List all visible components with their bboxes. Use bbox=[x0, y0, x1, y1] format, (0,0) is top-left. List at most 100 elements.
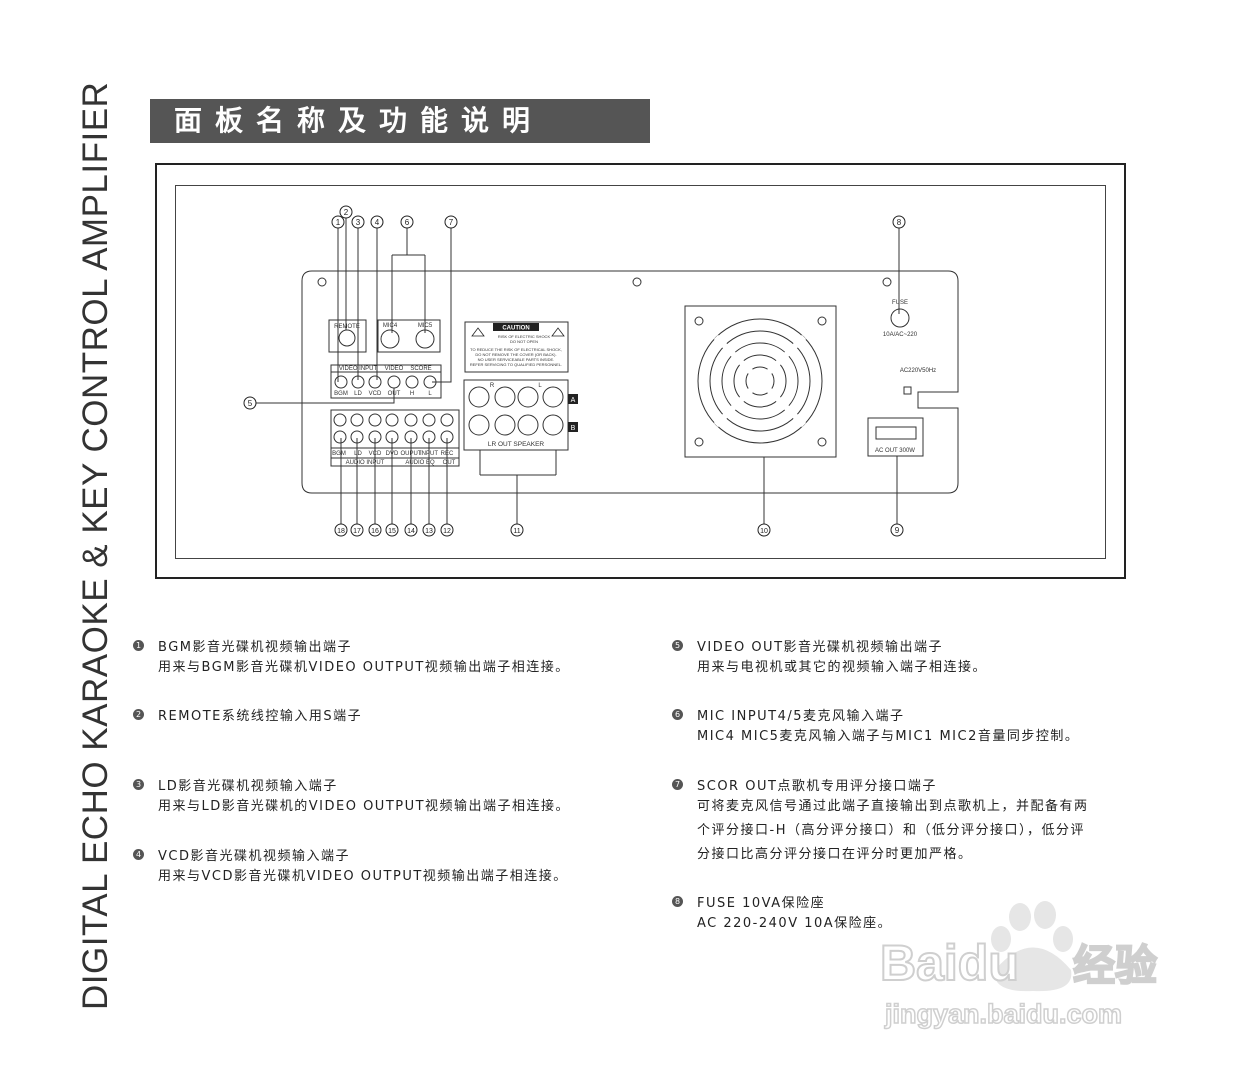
screw-top-left bbox=[317, 277, 327, 287]
fan-screw-br bbox=[817, 437, 827, 447]
baidu-jingyan-watermark: Baidu 经验 jingyan.baidu.com bbox=[879, 901, 1158, 1030]
desc-item-1: 1 BGM影音光碟机视频输出端子用来与BGM影音光碟机VIDEO OUTPUT视频… bbox=[133, 634, 570, 680]
diagram-frame-outer bbox=[155, 163, 1126, 579]
callout-circle-5 bbox=[243, 396, 257, 410]
callout-circle-4 bbox=[370, 215, 384, 229]
watermark-brand-cn: 经验 bbox=[1073, 941, 1157, 990]
label-fuse-rating: 10A/AC~220 bbox=[883, 332, 918, 338]
callout-number-11: 11 bbox=[513, 528, 520, 535]
desc-line: 可将麦克风信号通过此端子直接输出到点歌机上，并配备有两 bbox=[697, 799, 1089, 814]
label-input: INPUT bbox=[420, 451, 438, 457]
desc-number-badge: 1 bbox=[133, 639, 144, 651]
speaker-r-pos bbox=[468, 386, 490, 408]
speaker-b-2 bbox=[494, 414, 516, 436]
label-ac-in: AC220V50Hz bbox=[900, 368, 936, 374]
callout-number-1: 1 bbox=[336, 218, 341, 227]
callout-number-17: 17 bbox=[353, 528, 361, 535]
desc-line: 分接口比高分评分接口在评分时更加严格。 bbox=[697, 847, 973, 862]
desc-number-badge: 7 bbox=[672, 778, 683, 790]
label-dvd: DVD bbox=[386, 451, 399, 457]
callout-circle-16 bbox=[368, 523, 382, 537]
screw-top-mid bbox=[632, 277, 642, 287]
label-ld2: LD bbox=[354, 451, 362, 457]
speaker-r-neg bbox=[494, 386, 516, 408]
label-l-mark: L bbox=[538, 383, 542, 389]
label-l: L bbox=[428, 391, 432, 397]
desc-number-badge: 6 bbox=[672, 708, 683, 720]
callout-circle-10 bbox=[757, 523, 771, 537]
remote-port bbox=[338, 329, 356, 347]
label-vcd2: VCD bbox=[369, 451, 382, 457]
desc-line: 用来与BGM影音光碟机VIDEO OUTPUT视频输出端子相连接。 bbox=[158, 660, 570, 675]
mark-b-box bbox=[568, 422, 578, 432]
video-out-jack bbox=[387, 375, 401, 389]
callout-circle-11 bbox=[510, 523, 524, 537]
callout-circle-13 bbox=[422, 523, 436, 537]
callout-number-5: 5 bbox=[248, 399, 253, 408]
callout-number-10: 10 bbox=[760, 528, 768, 535]
desc-line: 用来与VCD影音光碟机VIDEO OUTPUT视频输出端子相连接。 bbox=[158, 869, 568, 884]
callout-number-16: 16 bbox=[371, 528, 379, 535]
mark-a-box bbox=[568, 394, 578, 404]
label-bgm2: BGM bbox=[332, 451, 346, 457]
desc-line: AC 220-240V 10A保险座。 bbox=[697, 916, 893, 931]
watermark-url: jingyan.baidu.com bbox=[884, 999, 1122, 1029]
label-caution-l2: DO NOT REMOVE THE COVER (OR BACK). bbox=[475, 352, 556, 357]
caution-label-box bbox=[464, 321, 569, 373]
label-caution: CAUTION bbox=[502, 326, 529, 332]
callout-leader-line bbox=[256, 388, 395, 404]
warning-triangle-icon-2 bbox=[551, 327, 565, 337]
fan-hub bbox=[745, 366, 775, 396]
callout-circle-2 bbox=[339, 205, 353, 219]
callout-number-7: 7 bbox=[449, 218, 454, 227]
desc-title: FUSE 10VA保险座 bbox=[697, 895, 826, 911]
label-h: H bbox=[410, 391, 414, 397]
remote-block bbox=[328, 319, 367, 353]
caution-header bbox=[493, 323, 539, 331]
label-output: OUPUT bbox=[401, 451, 422, 457]
callout-leader-line bbox=[391, 228, 426, 333]
watermark-brand: Baidu bbox=[880, 935, 1019, 991]
audio-rca-jack bbox=[368, 413, 382, 427]
vcd-video-jack bbox=[368, 375, 382, 389]
diagram-frame-inner bbox=[175, 185, 1106, 559]
label-audio-input: AUDIO INPUT bbox=[346, 460, 385, 466]
callout-number-9: 9 bbox=[895, 526, 900, 535]
desc-heading: 1 BGM影音光碟机视频输出端子 bbox=[133, 634, 570, 656]
speaker-block bbox=[463, 379, 569, 451]
audio-io-block bbox=[330, 409, 460, 467]
label-score: SCORE bbox=[410, 366, 431, 372]
speaker-b-1 bbox=[468, 414, 490, 436]
speaker-l-pos bbox=[542, 386, 564, 408]
audio-rca-jack bbox=[333, 430, 347, 444]
label-rec: REC bbox=[441, 451, 454, 457]
banner-title: 面板名称及功能说明 bbox=[150, 99, 650, 143]
audio-rca-jack bbox=[404, 430, 418, 444]
audio-rca-jack bbox=[350, 430, 364, 444]
label-caution-l4: REFER SERVICING TO QUALIFIED PERSONNEL. bbox=[470, 362, 562, 367]
audio-rca-jack bbox=[333, 413, 347, 427]
callout-number-13: 13 bbox=[425, 528, 433, 535]
label-mic5: MIC5 bbox=[418, 323, 433, 329]
mic4-jack bbox=[380, 329, 400, 349]
desc-number-badge: 3 bbox=[133, 778, 144, 790]
label-lr-out-speaker: LR OUT SPEAKER bbox=[488, 441, 545, 448]
callout-number-6: 6 bbox=[405, 218, 410, 227]
callout-circle-14 bbox=[404, 523, 418, 537]
desc-title: BGM影音光碟机视频输出端子 bbox=[158, 639, 352, 655]
label-ac-out: AC OUT 300W bbox=[875, 448, 915, 454]
label-vcd: VCD bbox=[369, 391, 382, 397]
callout-circle-15 bbox=[385, 523, 399, 537]
